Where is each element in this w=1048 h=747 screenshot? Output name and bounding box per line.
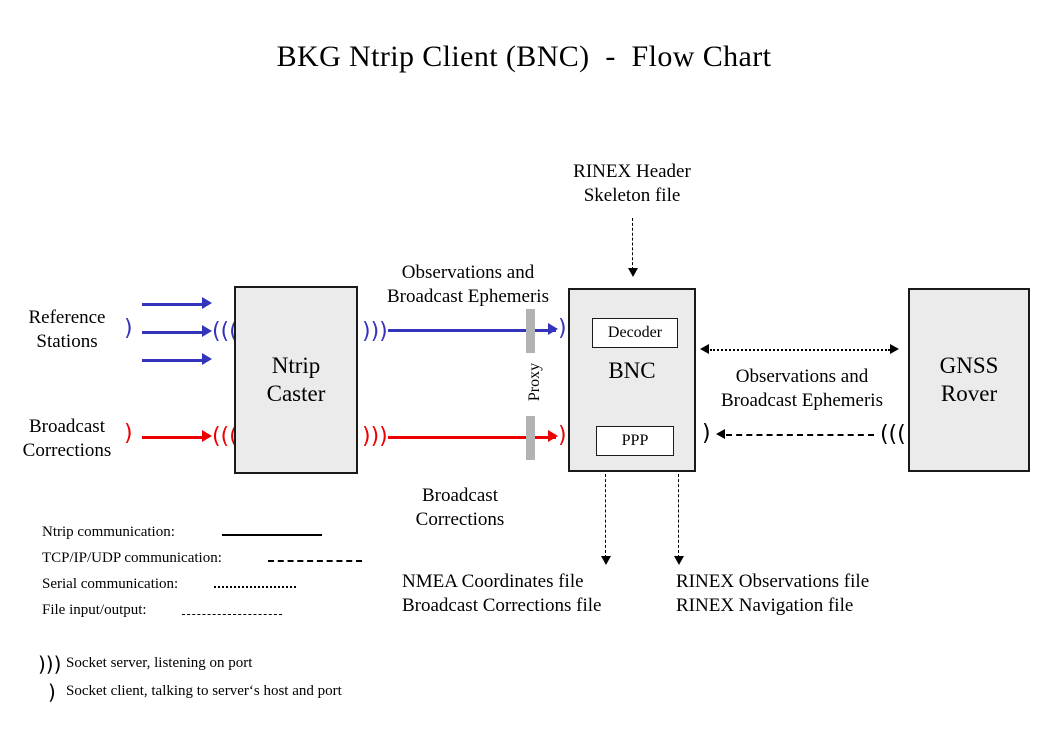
- socket-client-icon-reference-stations: ): [124, 316, 133, 341]
- arrow-line-reference-stations-3: [142, 359, 204, 362]
- arrow-line-caster-to-bnc-corrections: [388, 436, 556, 439]
- legend-sample-file-io: [182, 614, 282, 615]
- socket-client-icon-bnc-input-corrections: ): [558, 423, 567, 448]
- node-ntrip-caster-label: Ntrip Caster: [266, 352, 326, 406]
- arrowhead-caster-to-bnc-observations: [548, 323, 558, 335]
- socket-server-icon-caster-output-corrections: ))): [362, 424, 388, 449]
- socket-server-icon-caster-output-observations: ))): [362, 319, 388, 344]
- arrowhead-bnc-to-rinex-output: [674, 556, 684, 565]
- label-proxy: Proxy: [505, 352, 565, 412]
- legend-row: File input/output:: [42, 600, 372, 626]
- arrow-line-reference-stations-2: [142, 331, 204, 334]
- arrow-line-bnc-to-nmea-output: [605, 474, 606, 558]
- label-broadcast-corrections-input: Broadcast Corrections: [22, 416, 112, 461]
- node-bnc-ppp-label: PPP: [621, 432, 649, 449]
- node-bnc-decoder[interactable]: Decoder: [592, 318, 678, 348]
- socket-client-icon: ): [48, 680, 56, 704]
- legend-line-styles: Ntrip communication: TCP/IP/UDP communic…: [42, 522, 372, 626]
- node-bnc[interactable]: Decoder BNC PPP: [568, 288, 696, 472]
- legend-label-ntrip: Ntrip communication:: [42, 524, 175, 540]
- label-nmea-output-files: NMEA Coordinates file Broadcast Correcti…: [402, 571, 602, 616]
- node-ntrip-caster[interactable]: Ntrip Caster: [234, 286, 358, 474]
- arrowhead-bnc-rover-serial-right: [890, 344, 899, 354]
- arrowhead-reference-stations-3: [202, 353, 212, 365]
- socket-client-icon-bnc-input-observations: ): [558, 316, 567, 341]
- node-bnc-ppp[interactable]: PPP: [596, 426, 674, 456]
- legend-sample-serial: [214, 586, 296, 588]
- label-rinex-header-skeleton-file: RINEX Header Skeleton file: [573, 161, 691, 206]
- socket-client-icon-bnc-rover: ): [702, 421, 711, 446]
- label-observations-and-ephemeris-right: Observations and Broadcast Ephemeris: [721, 366, 883, 411]
- socket-client-icon-broadcast-corrections: ): [124, 421, 133, 446]
- arrowhead-rinex-header-to-bnc: [628, 268, 638, 277]
- node-bnc-decoder-label: Decoder: [607, 324, 663, 341]
- legend-row: Serial communication:: [42, 574, 372, 600]
- arrowhead-rover-to-bnc-tcp: [716, 429, 725, 439]
- arrowhead-bnc-to-nmea-output: [601, 556, 611, 565]
- proxy-bar-lower: [526, 416, 535, 460]
- arrow-line-bnc-rover-serial: [710, 349, 890, 351]
- arrow-line-broadcast-corrections-in: [142, 436, 204, 439]
- socket-server-icon-rover: ))): [880, 422, 906, 447]
- node-bnc-label: BNC: [608, 358, 656, 383]
- node-gnss-rover-label: GNSS Rover: [939, 352, 999, 406]
- arrow-line-reference-stations-1: [142, 303, 204, 306]
- legend-label-socket-client: Socket client, talking to server‘s host …: [66, 683, 342, 699]
- legend-label-socket-server: Socket server, listening on port: [66, 655, 253, 671]
- arrowhead-reference-stations-2: [202, 325, 212, 337]
- arrow-line-bnc-to-rinex-output: [678, 474, 679, 558]
- arrowhead-broadcast-corrections-in: [202, 430, 212, 442]
- proxy-bar-upper: [526, 309, 535, 353]
- label-rinex-output-files: RINEX Observations file RINEX Navigation…: [676, 571, 870, 616]
- label-reference-stations: Reference Stations: [28, 307, 106, 352]
- node-gnss-rover[interactable]: GNSS Rover: [908, 288, 1030, 472]
- legend-sample-tcpip: [268, 560, 362, 562]
- arrowhead-bnc-rover-serial-left: [700, 344, 709, 354]
- legend-label-file-io: File input/output:: [42, 602, 147, 618]
- legend-row: Ntrip communication:: [42, 522, 372, 548]
- legend-label-serial: Serial communication:: [42, 576, 179, 592]
- label-proxy-text: Proxy: [525, 362, 543, 402]
- legend-sample-ntrip: [222, 534, 322, 536]
- arrow-line-rinex-header-to-bnc: [632, 218, 633, 270]
- page-title: BKG Ntrip Client (BNC) - Flow Chart: [276, 40, 772, 73]
- socket-server-icon: ))): [38, 652, 62, 676]
- legend-row: TCP/IP/UDP communication:: [42, 548, 372, 574]
- label-observations-and-ephemeris-left: Observations and Broadcast Ephemeris: [387, 262, 549, 307]
- arrow-line-rover-to-bnc-tcp: [726, 434, 874, 436]
- legend-label-tcpip: TCP/IP/UDP communication:: [42, 550, 222, 566]
- label-broadcast-corrections-middle: Broadcast Corrections: [415, 485, 505, 530]
- arrowhead-caster-to-bnc-corrections: [548, 430, 558, 442]
- arrowhead-reference-stations-1: [202, 297, 212, 309]
- arrow-line-caster-to-bnc-observations: [388, 329, 556, 332]
